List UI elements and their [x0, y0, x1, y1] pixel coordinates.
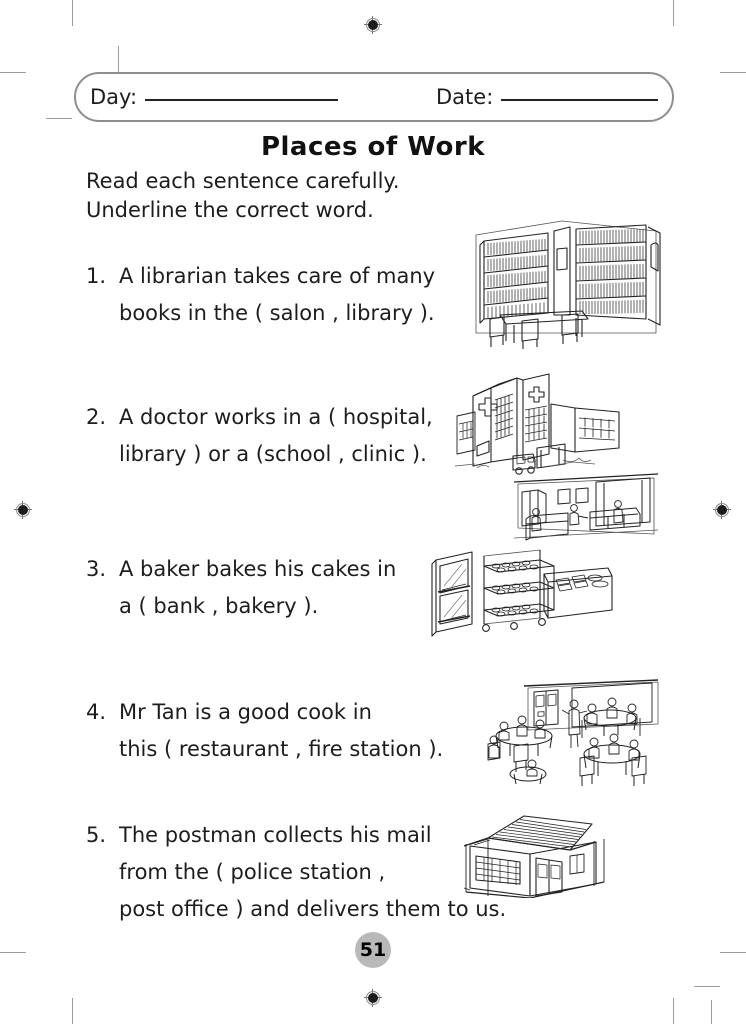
crop-mark-bottom-left-v — [72, 998, 73, 1024]
page-title: Places of Work — [260, 132, 486, 162]
crop-mark-bottom-right-h — [720, 952, 746, 953]
page-number-badge: 51 — [355, 932, 391, 968]
question-3-number: 3. — [86, 557, 107, 581]
question-5-line-3[interactable]: post office ) and delivers them to us. — [119, 897, 507, 921]
question-4-number: 4. — [86, 700, 107, 724]
hospital-illustration — [455, 370, 635, 482]
question-2-line-2[interactable]: library ) or a (school , clinic ). — [119, 442, 427, 466]
question-5-line-2[interactable]: from the ( police station , — [119, 860, 386, 884]
question-5-text[interactable]: The postman collects his mail from the (… — [119, 817, 506, 928]
crop-mark-bottom-left-h — [0, 952, 26, 953]
crop-mark-top-left-v2 — [118, 46, 119, 72]
instructions: Read each sentence carefully. Underline … — [86, 167, 400, 225]
crop-mark-top-left-h — [0, 72, 26, 73]
question-4-line-1[interactable]: Mr Tan is a good cook in — [119, 700, 372, 724]
crop-mark-top-left-h2 — [46, 118, 72, 119]
question-1-line-1[interactable]: A librarian takes care of many — [119, 264, 436, 288]
post-office-illustration — [458, 812, 618, 898]
crop-mark-bottom-right-v — [673, 998, 674, 1024]
question-1: 1. A librarian takes care of many books … — [86, 258, 435, 332]
crop-mark-top-right-h — [720, 72, 746, 73]
clinic-interior-illustration — [512, 472, 660, 544]
crop-mark-bottom-right-v2 — [711, 1000, 712, 1024]
question-5-number: 5. — [86, 823, 107, 847]
date-label: Date: — [436, 85, 494, 109]
crop-mark-bottom-right-h2 — [694, 986, 720, 987]
day-blank-line[interactable] — [145, 99, 339, 101]
restaurant-illustration — [484, 678, 660, 790]
registration-target-left — [14, 501, 32, 519]
date-field[interactable]: Date: — [436, 85, 659, 109]
instruction-line-1: Read each sentence carefully. — [86, 169, 400, 193]
crop-mark-top-right-v — [673, 0, 674, 26]
question-4-text[interactable]: Mr Tan is a good cook in this ( restaura… — [119, 694, 443, 768]
question-5-line-1[interactable]: The postman collects his mail — [119, 823, 432, 847]
day-label: Day: — [90, 85, 138, 109]
question-3-text[interactable]: A baker bakes his cakes in a ( bank , ba… — [119, 551, 396, 625]
question-1-number: 1. — [86, 264, 107, 288]
bakery-illustration — [428, 548, 616, 640]
question-3: 3. A baker bakes his cakes in a ( bank ,… — [86, 551, 396, 625]
date-blank-line[interactable] — [501, 99, 659, 101]
day-field[interactable]: Day: — [90, 85, 339, 109]
question-2-line-1[interactable]: A doctor works in a ( hospital, — [119, 405, 433, 429]
question-5: 5. The postman collects his mail from th… — [86, 817, 506, 928]
question-2-text[interactable]: A doctor works in a ( hospital, library … — [119, 399, 433, 473]
question-4: 4. Mr Tan is a good cook in this ( resta… — [86, 694, 443, 768]
question-1-text[interactable]: A librarian takes care of many books in … — [119, 258, 435, 332]
question-2-number: 2. — [86, 405, 107, 429]
registration-target-right — [713, 501, 731, 519]
name-date-header-box: Day: Date: — [74, 72, 674, 122]
question-2: 2. A doctor works in a ( hospital, libra… — [86, 399, 433, 473]
library-illustration — [470, 215, 665, 350]
registration-target-bottom — [364, 989, 382, 1007]
registration-target-top — [364, 16, 382, 34]
question-3-line-1[interactable]: A baker bakes his cakes in — [119, 557, 397, 581]
question-4-line-2[interactable]: this ( restaurant , fire station ). — [119, 737, 444, 761]
question-1-line-2[interactable]: books in the ( salon , library ). — [119, 301, 435, 325]
instruction-line-2: Underline the correct word. — [86, 198, 374, 222]
question-3-line-2[interactable]: a ( bank , bakery ). — [119, 594, 319, 618]
crop-mark-top-left-v — [72, 0, 73, 26]
